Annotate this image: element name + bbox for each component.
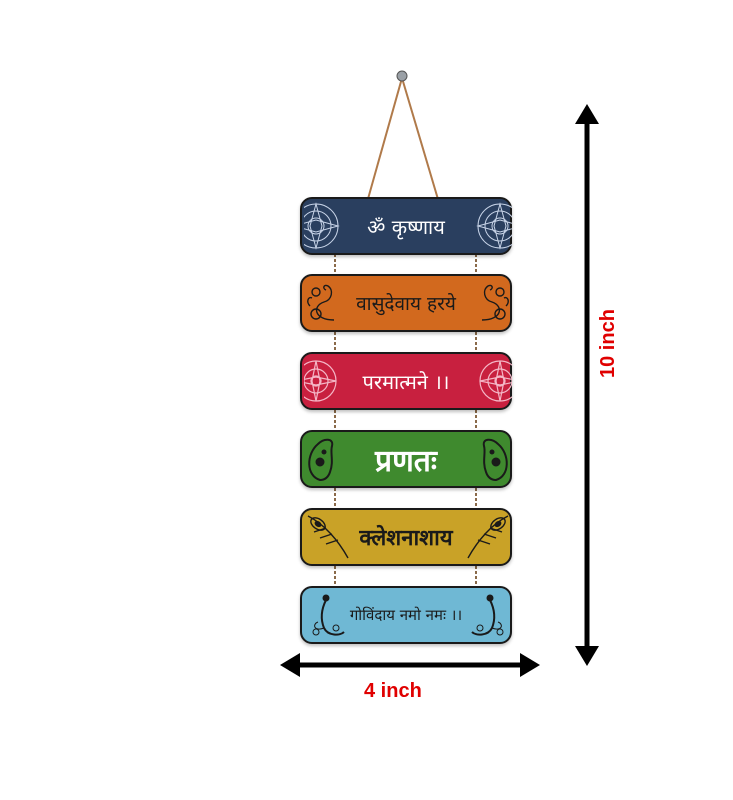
plank-3-text: परमात्मने ।। — [362, 369, 450, 394]
height-arrow — [575, 104, 599, 666]
plank-6-text: गोविंदाय नमो नमः ।। — [349, 606, 463, 624]
height-label: 10 inch — [597, 309, 619, 378]
peacock-icon — [312, 594, 345, 636]
plank-2: वासुदेवाय हरये — [300, 274, 512, 332]
mandala-icon — [479, 360, 512, 402]
mandala-icon — [476, 202, 512, 250]
peacock-feather-icon — [307, 515, 349, 559]
plank-4-text: प्रणतः — [375, 443, 437, 479]
connecting-strings — [334, 254, 477, 586]
paisley-icon — [482, 438, 508, 482]
mandala-icon — [304, 360, 337, 402]
plank-5-text: क्लेशनाशाय — [359, 526, 453, 551]
mandala-icon — [304, 202, 340, 250]
swan-icon — [307, 284, 335, 321]
plank-5: क्लेशनाशाय — [300, 508, 512, 566]
width-arrow — [280, 653, 540, 677]
plank-3: परमात्मने ।। — [300, 352, 512, 410]
swan-icon — [481, 284, 509, 321]
plank-1-text: ॐ कृष्णाय — [367, 214, 445, 239]
nail-icon — [396, 70, 408, 82]
plank-2-text: वासुदेवाय हरये — [356, 293, 456, 315]
plank-6: गोविंदाय नमो नमः ।। — [300, 586, 512, 644]
peacock-feather-icon — [467, 515, 509, 559]
paisley-icon — [308, 438, 334, 482]
plank-4: प्रणतः — [300, 430, 512, 488]
width-label: 4 inch — [364, 680, 422, 702]
hanging-rope — [365, 77, 441, 207]
plank-1: ॐ कृष्णाय — [300, 197, 512, 255]
peacock-icon — [471, 594, 504, 636]
